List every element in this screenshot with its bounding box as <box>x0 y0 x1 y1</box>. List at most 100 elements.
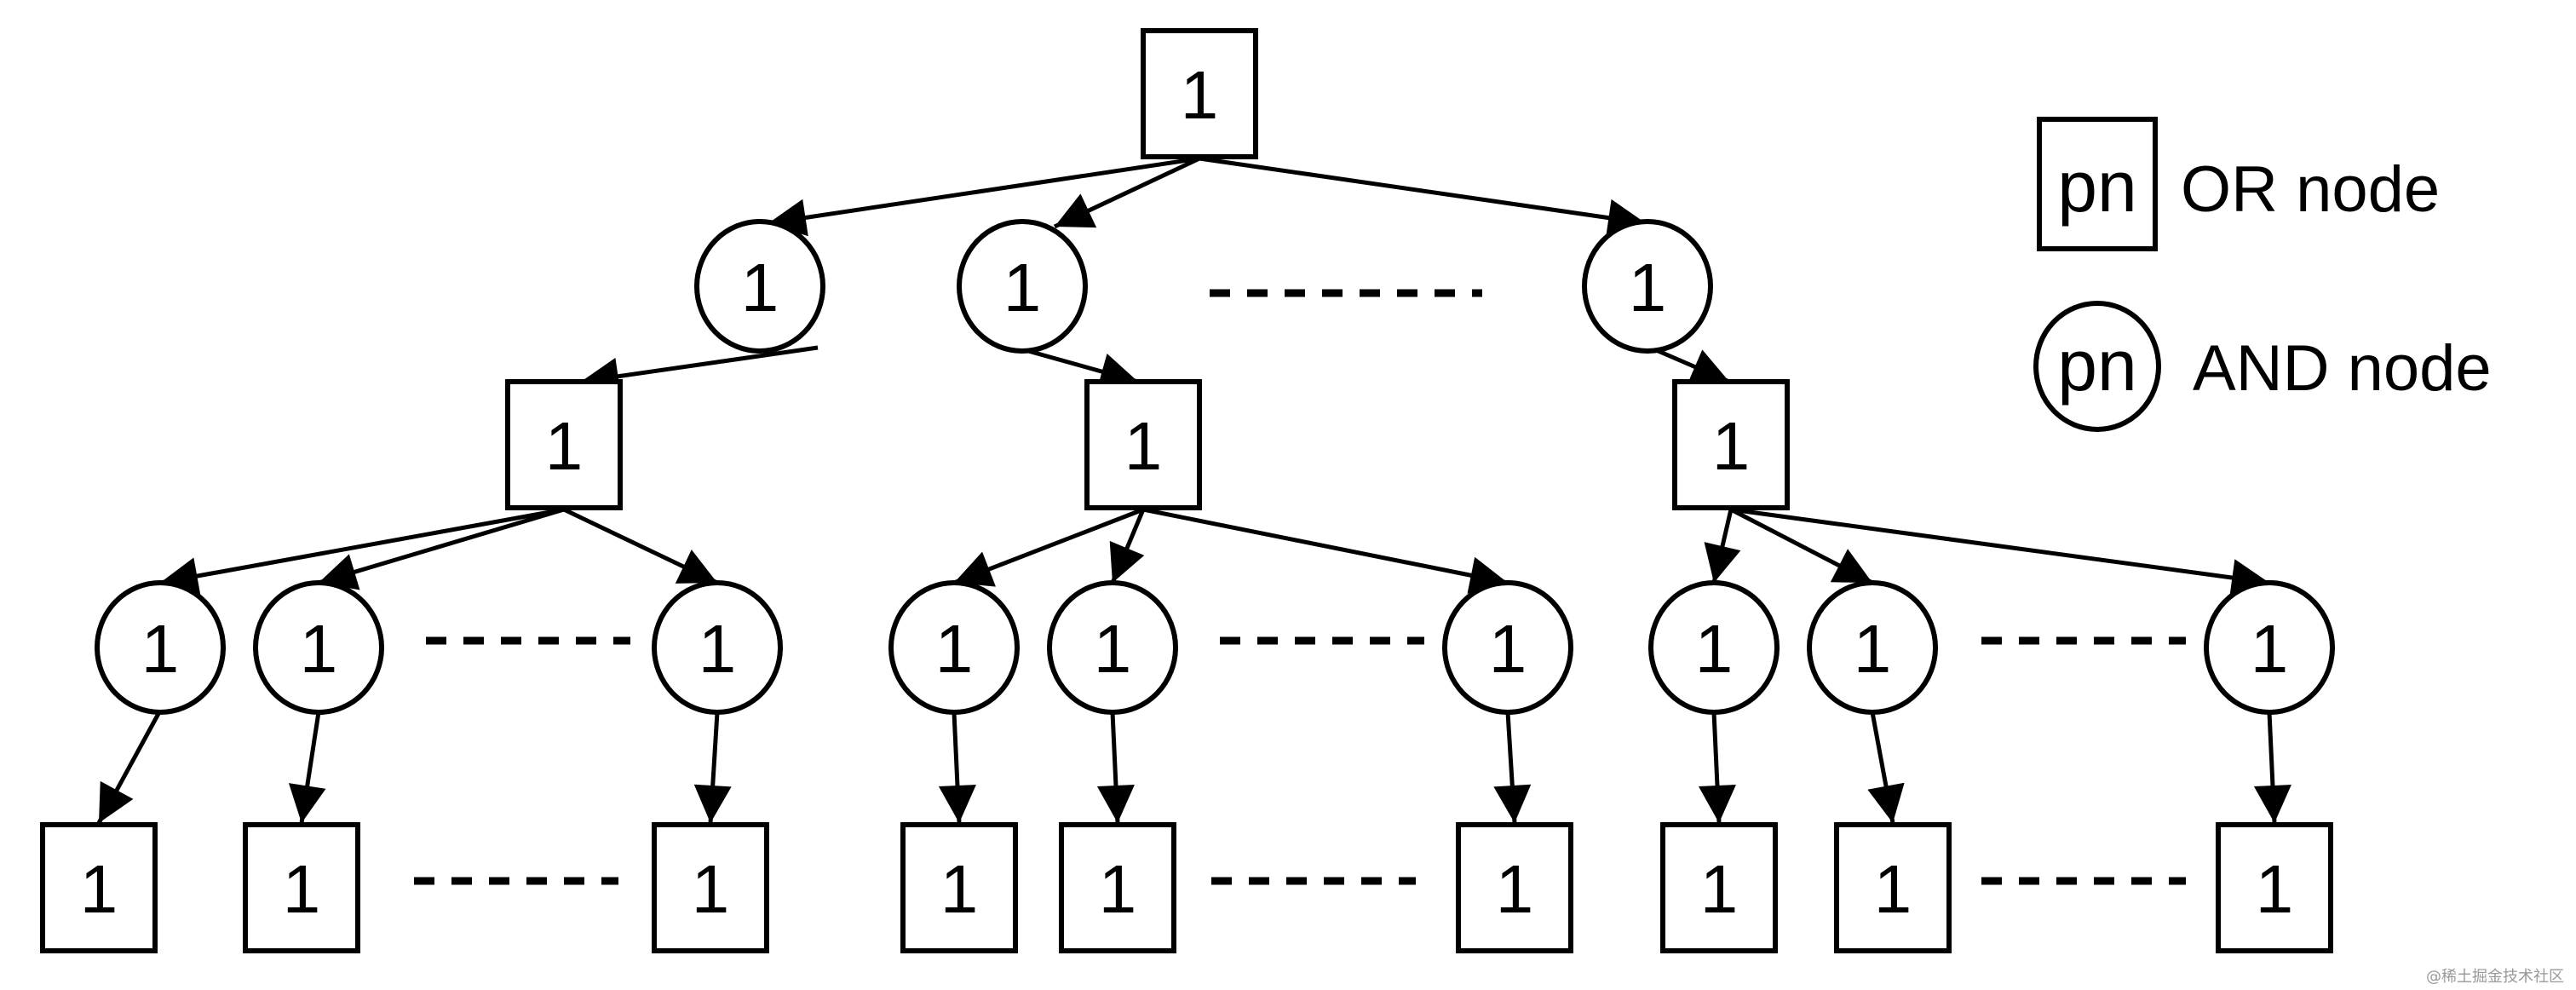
and-node-circle <box>694 219 825 354</box>
or-node-square <box>1660 822 1778 953</box>
node-value: 1 <box>1629 250 1667 325</box>
or-node-level4-5: 1 <box>1059 822 1176 953</box>
nodes-layer: 1 1 1 1 1 1 1 1 1 1 1 1 1 1 1 1 1 1 1 1 1 1 1 1 1 <box>40 28 2335 953</box>
edge-or2-to-and-leaf-3 <box>1142 507 1509 594</box>
edge-or1-to-and-leaf-1 <box>159 507 565 595</box>
legend-or-node-label: OR node <box>2181 153 2440 226</box>
node-value: 1 <box>80 851 118 927</box>
and-node-level3-1: 1 <box>95 580 226 715</box>
node-value: 1 <box>1489 611 1527 687</box>
and-node-level1-3: 1 <box>1582 219 1713 354</box>
edge-and-leaf-to-or-leaf-8 <box>1867 711 1905 824</box>
and-node-circle <box>1648 580 1780 715</box>
or-node-square <box>1141 28 1258 159</box>
legend-and-node-symbol: pn <box>2057 325 2136 406</box>
legend-and-node-circle <box>2033 301 2161 432</box>
legend-or-node-symbol: pn <box>2057 147 2136 227</box>
or-node-level2-2: 1 <box>1084 379 1202 510</box>
edge-and-leaf-to-or-leaf-4 <box>938 711 976 824</box>
or-node-level4-3: 1 <box>652 822 769 953</box>
or-node-level4-1: 1 <box>40 822 158 953</box>
ellipsis-layer <box>414 289 2186 885</box>
edge-and2-to-or2 <box>1021 347 1139 390</box>
and-node-level1-2: 1 <box>957 219 1088 354</box>
edge-or3-to-and-leaf-3 <box>1730 507 2270 596</box>
node-value: 1 <box>1712 408 1751 484</box>
and-node-circle <box>2204 580 2335 715</box>
node-value: 1 <box>699 611 737 687</box>
and-node-level3-7: 1 <box>1648 580 1780 715</box>
and-node-circle <box>95 580 226 715</box>
edge-and3-to-or3 <box>1653 347 1730 384</box>
or-node-square <box>2216 822 2333 953</box>
node-value: 1 <box>2256 851 2294 927</box>
or-node-level4-6: 1 <box>1456 822 1573 953</box>
or-node-level2-3: 1 <box>1672 379 1790 510</box>
edge-and-leaf-to-or-leaf-6 <box>1493 711 1532 824</box>
or-node-square <box>1059 822 1176 953</box>
edge-and-leaf-to-or-leaf-1 <box>96 709 163 825</box>
or-node-level4-7: 1 <box>1660 822 1778 953</box>
or-node-level4-4: 1 <box>900 822 1018 953</box>
edge-or3-to-and-leaf-1 <box>1704 509 1741 584</box>
node-value: 1 <box>283 851 321 927</box>
legend: pn OR node pn AND node <box>2033 117 2492 432</box>
edge-and-leaf-to-or-leaf-5 <box>1096 711 1135 824</box>
edge-or1-to-and-leaf-2 <box>318 507 565 590</box>
or-node-square <box>505 379 623 510</box>
and-node-circle <box>253 580 384 715</box>
node-value: 1 <box>1854 611 1892 687</box>
node-value: 1 <box>741 250 779 325</box>
and-node-circle <box>888 580 1020 715</box>
node-value: 1 <box>1695 611 1734 687</box>
edge-and-leaf-to-or-leaf-2 <box>288 711 326 824</box>
and-node-circle <box>1807 580 1938 715</box>
or-node-square <box>1456 822 1573 953</box>
and-node-level3-8: 1 <box>1807 580 1938 715</box>
and-node-circle <box>652 580 783 715</box>
and-node-level1-1: 1 <box>694 219 825 354</box>
node-value: 1 <box>1496 851 1534 927</box>
node-value: 1 <box>1700 851 1739 927</box>
edge-root-to-and-3 <box>1199 156 1647 237</box>
and-node-circle <box>1047 580 1178 715</box>
or-node-square <box>40 822 158 953</box>
node-value: 1 <box>141 611 180 687</box>
or-node-square <box>243 822 360 953</box>
root-or-node: 1 <box>1141 28 1258 159</box>
or-node-level4-2: 1 <box>243 822 360 953</box>
or-node-square <box>1834 822 1952 953</box>
and-node-circle <box>1582 219 1713 354</box>
or-node-level4-8: 1 <box>1834 822 1952 953</box>
and-node-level3-4: 1 <box>888 580 1020 715</box>
or-node-level2-1: 1 <box>505 379 623 510</box>
edge-and1-to-or1 <box>580 345 819 395</box>
node-value: 1 <box>1099 851 1137 927</box>
node-value: 1 <box>692 851 730 927</box>
edge-root-to-and-2 <box>1053 156 1201 229</box>
or-node-level4-9: 1 <box>2216 822 2333 953</box>
edge-or2-to-and-leaf-1 <box>953 507 1144 587</box>
edges-layer <box>96 156 2291 825</box>
and-node-level3-5: 1 <box>1047 580 1178 715</box>
node-value: 1 <box>935 611 974 687</box>
edge-root-to-and-1 <box>768 156 1200 237</box>
node-value: 1 <box>1094 611 1132 687</box>
edge-or3-to-and-leaf-2 <box>1729 507 1874 585</box>
node-value: 1 <box>300 611 338 687</box>
node-value: 1 <box>1003 250 1042 325</box>
edge-and-leaf-to-or-leaf-7 <box>1698 711 1736 824</box>
edge-or2-to-and-leaf-2 <box>1109 509 1146 584</box>
edge-or1-to-and-leaf-3 <box>562 507 719 585</box>
and-node-level3-9: 1 <box>2204 580 2335 715</box>
legend-or-node-square <box>2037 117 2158 251</box>
node-value: 1 <box>1124 408 1163 484</box>
edge-and-leaf-to-or-leaf-3 <box>693 711 732 824</box>
node-value: 1 <box>1874 851 1912 927</box>
legend-and-node-label: AND node <box>2193 332 2492 405</box>
and-node-circle <box>1442 580 1573 715</box>
and-node-level3-2: 1 <box>253 580 384 715</box>
node-value: 1 <box>545 408 584 484</box>
and-node-circle <box>957 219 1088 354</box>
